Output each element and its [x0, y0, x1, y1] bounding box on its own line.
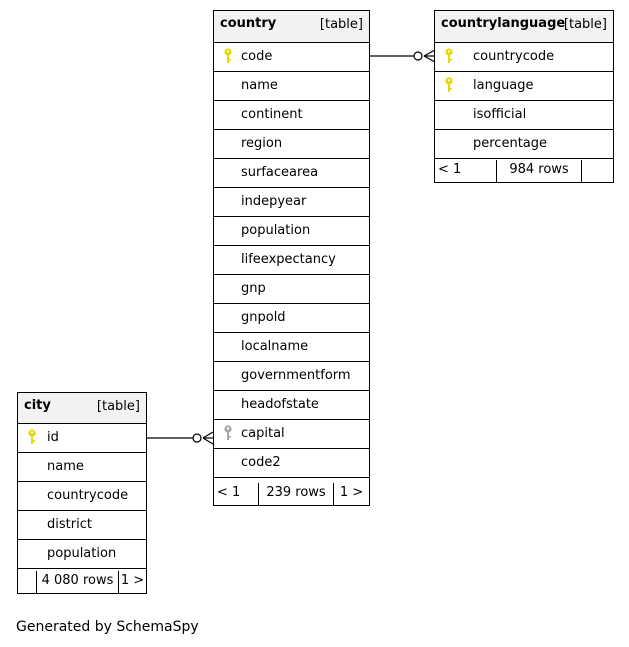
column-row-lifeexpectancy[interactable]: lifeexpectancy: [214, 246, 369, 275]
column-name: indepyear: [241, 194, 307, 209]
column-row-headofstate[interactable]: headofstate: [214, 391, 369, 420]
column-name: capital: [241, 426, 285, 441]
table-footer: 4 080 rows 1 >: [18, 571, 146, 593]
column-row-population[interactable]: population: [214, 217, 369, 246]
foreign-key-icon: [223, 424, 233, 442]
table-footer: < 1 239 rows 1 >: [214, 483, 369, 505]
primary-key-icon: [223, 47, 233, 65]
column-row-localname[interactable]: localname: [214, 333, 369, 362]
column-name: language: [473, 78, 534, 93]
column-row-countrycode[interactable]: countrycode: [435, 43, 613, 72]
column-name: region: [241, 136, 283, 151]
column-row-gnp[interactable]: gnp: [214, 275, 369, 304]
column-row-gnpold[interactable]: gnpold: [214, 304, 369, 333]
column-row-code[interactable]: code: [214, 43, 369, 72]
page-left: [18, 571, 36, 593]
table-header: city [table]: [18, 393, 146, 424]
generated-by-text: Generated by SchemaSpy: [16, 619, 199, 635]
row-count: 239 rows: [258, 483, 333, 505]
column-row-name[interactable]: name: [18, 453, 146, 482]
column-name: lifeexpectancy: [241, 252, 336, 267]
page-left: < 1: [438, 162, 462, 177]
edge-city-country-capital: [147, 431, 214, 445]
table-name: city: [24, 398, 51, 413]
column-name: percentage: [473, 136, 548, 151]
column-name: population: [241, 223, 311, 238]
column-row-countrycode[interactable]: countrycode: [18, 482, 146, 511]
page-left: < 1: [217, 485, 241, 500]
page-right: [581, 160, 613, 182]
table-header: countrylanguage [table]: [435, 11, 613, 43]
column-name: name: [47, 459, 84, 474]
column-row-language[interactable]: language: [435, 72, 613, 101]
column-name: gnp: [241, 281, 266, 296]
row-count: 4 080 rows: [36, 571, 118, 593]
column-name: governmentform: [241, 368, 351, 383]
column-row-isofficial[interactable]: isofficial: [435, 101, 613, 130]
country-table[interactable]: country [table] code name continent region s…: [213, 10, 370, 506]
table-type: [table]: [319, 17, 363, 32]
column-name: localname: [241, 339, 309, 354]
column-name: countrycode: [473, 49, 555, 64]
column-name: id: [47, 430, 59, 445]
column-row-district[interactable]: district: [18, 511, 146, 540]
column-name: surfacearea: [241, 165, 319, 180]
primary-key-icon: [444, 76, 454, 94]
column-row-region[interactable]: region: [214, 130, 369, 159]
row-count: 984 rows: [496, 160, 581, 182]
column-name: gnpold: [241, 310, 286, 325]
table-name: countrylanguage: [441, 16, 566, 31]
column-name: countrycode: [47, 488, 129, 503]
column-name: headofstate: [241, 397, 319, 412]
table-type: [table]: [96, 399, 140, 414]
column-name: district: [47, 517, 92, 532]
city-table[interactable]: city [table] id name countrycode district po…: [17, 392, 147, 594]
column-name: continent: [241, 107, 303, 122]
table-name: country: [220, 16, 277, 31]
column-row-population[interactable]: population: [18, 540, 146, 569]
column-name: population: [47, 546, 117, 561]
column-name: code2: [241, 455, 281, 470]
column-row-code2[interactable]: code2: [214, 449, 369, 478]
column-row-continent[interactable]: continent: [214, 101, 369, 130]
column-name: code: [241, 49, 273, 64]
column-row-indepyear[interactable]: indepyear: [214, 188, 369, 217]
countrylanguage-table[interactable]: countrylanguage [table] countrycode langu…: [434, 10, 614, 183]
column-row-governmentform[interactable]: governmentform: [214, 362, 369, 391]
column-name: isofficial: [473, 107, 527, 122]
column-row-capital[interactable]: capital: [214, 420, 369, 449]
column-row-percentage[interactable]: percentage: [435, 130, 613, 159]
column-row-name[interactable]: name: [214, 72, 369, 101]
column-name: name: [241, 78, 278, 93]
table-footer: < 1 984 rows: [435, 160, 613, 182]
edge-country-countrylanguage: [370, 49, 436, 63]
primary-key-icon: [27, 428, 37, 446]
page-right: 1 >: [333, 483, 369, 505]
primary-key-icon: [444, 47, 454, 65]
column-row-id[interactable]: id: [18, 424, 146, 453]
table-type: [table]: [563, 17, 607, 32]
page-right: 1 >: [118, 571, 146, 593]
column-row-surfacearea[interactable]: surfacearea: [214, 159, 369, 188]
table-header: country [table]: [214, 11, 369, 43]
